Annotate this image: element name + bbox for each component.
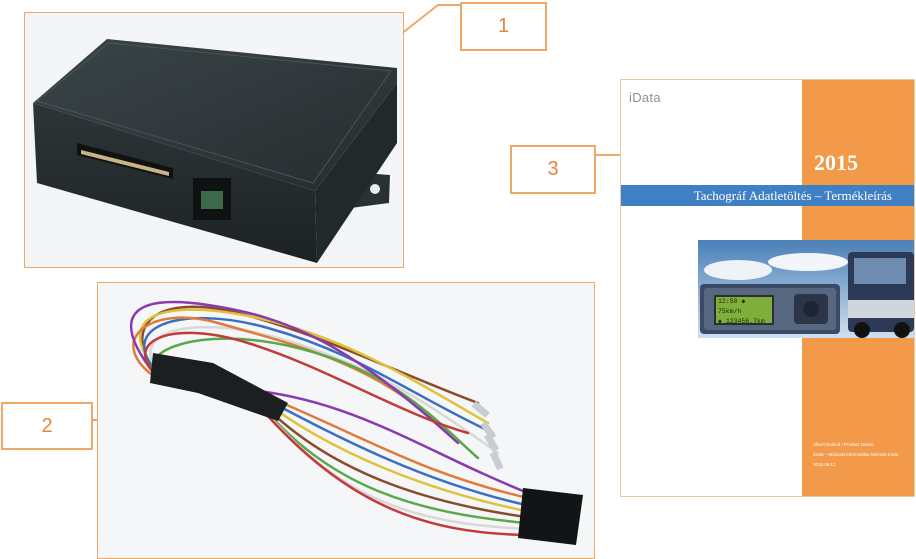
device-box-illustration [33, 39, 397, 263]
tachograph-truck-image: 12:50 ◆ 75km/h ◆ 123456.7km [698, 240, 914, 338]
cover-author: Albert Roland / Product Owner [813, 442, 875, 447]
product-document-cover: iData 2015 Tachográf Adatletöltés – Term… [620, 79, 915, 497]
cover-title-bar: Tachográf Adatletöltés – Termékleírás [621, 185, 914, 206]
cover-date: 2015.06.12. [813, 462, 837, 467]
callout-2: 2 [1, 402, 93, 450]
tachograph-display: 12:50 ◆ 75km/h ◆ 123456.7km [714, 295, 774, 325]
callout-3: 3 [510, 145, 596, 194]
display-line-2: ◆ 123456.7km [718, 318, 765, 325]
cover-year: 2015 [814, 150, 858, 175]
callout-1: 1 [460, 2, 547, 51]
display-line-1: 12:50 ◆ 75km/h [718, 298, 746, 315]
cover-title: Tachográf Adatletöltés – Termékleírás [693, 187, 892, 203]
wire-harness-illustration [129, 300, 583, 545]
idata-logo: iData [629, 90, 661, 105]
device-box-photo [24, 12, 404, 268]
wire-harness-photo [97, 282, 595, 559]
cover-company: iData – Műszaki Informatikai Mérnöki Iro… [813, 452, 899, 457]
